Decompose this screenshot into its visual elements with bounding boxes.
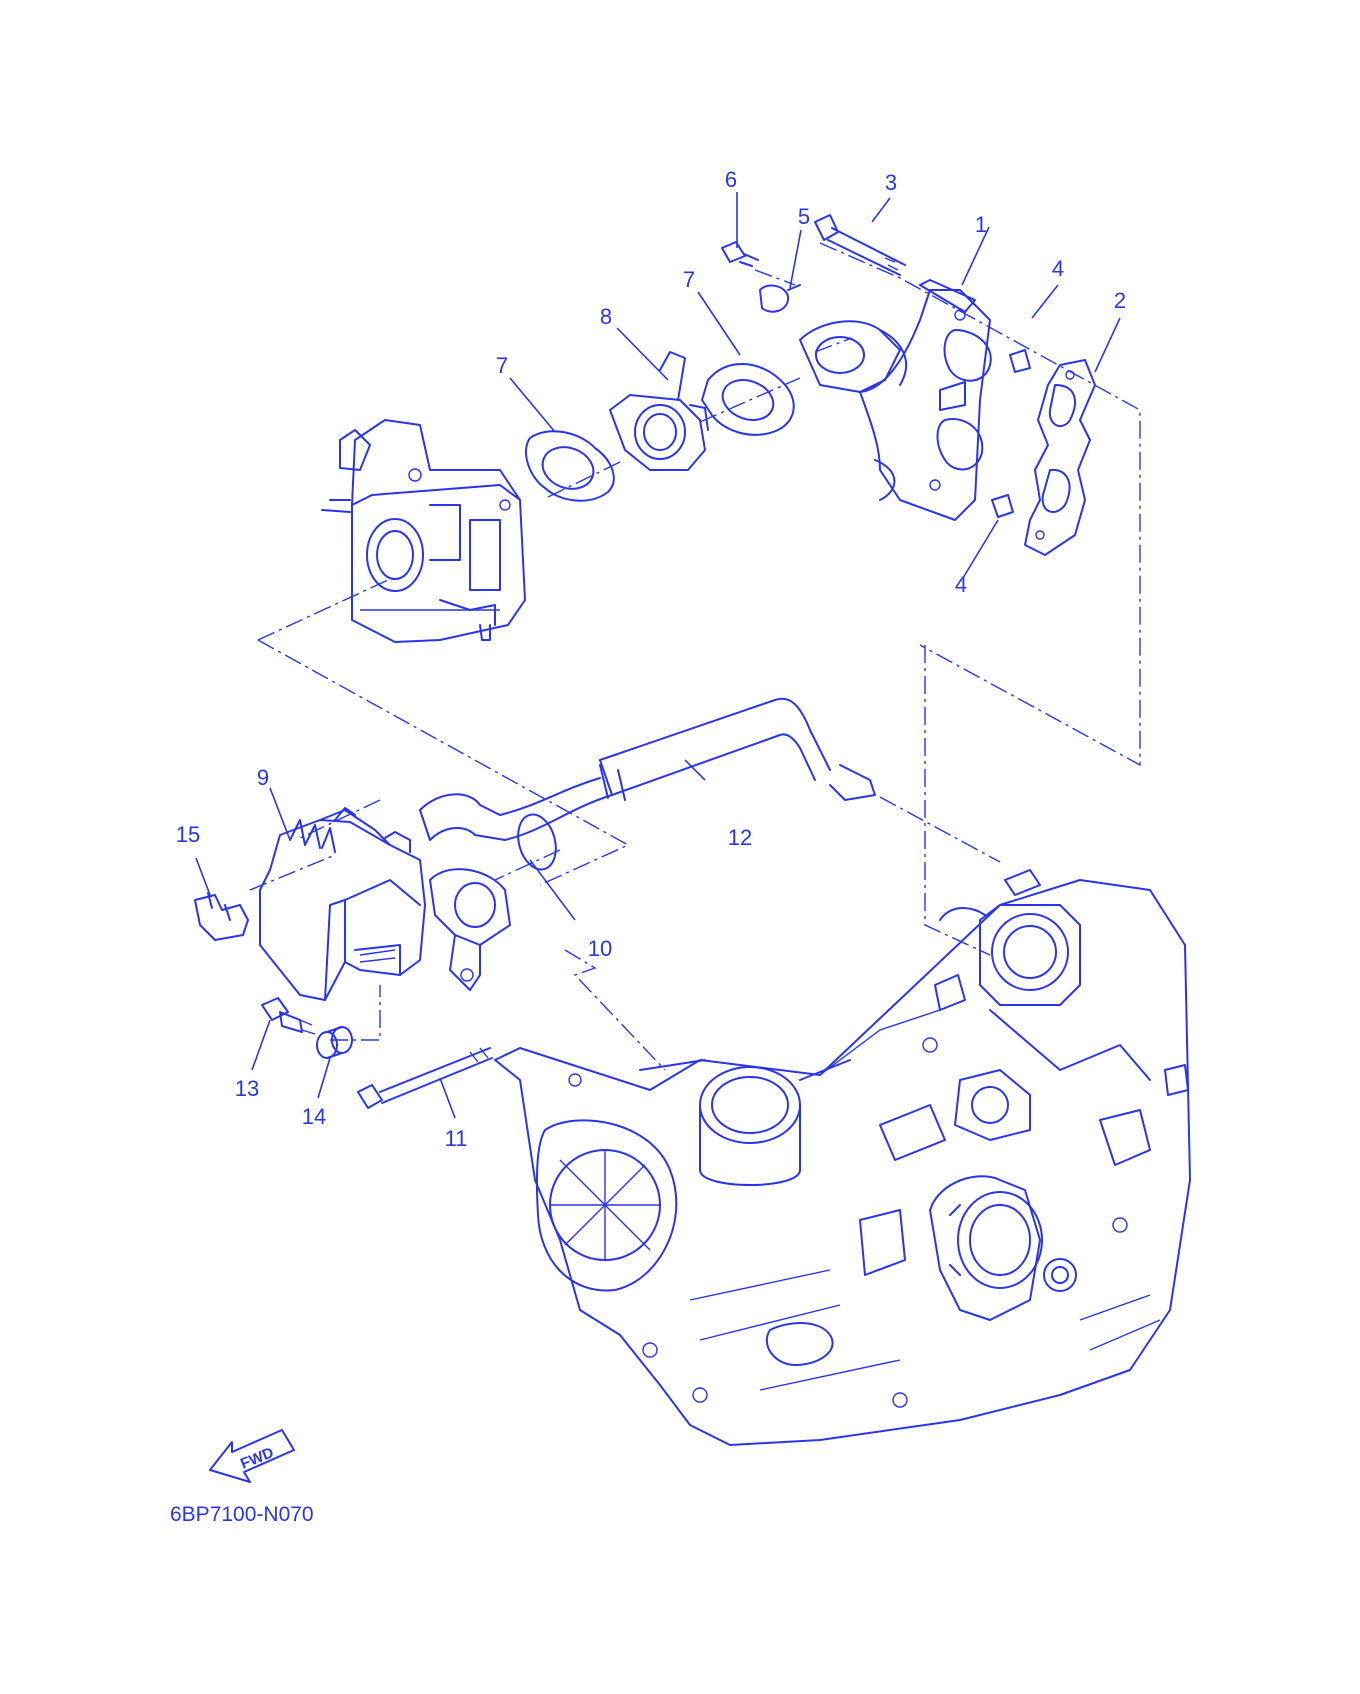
callout-3: 3 [885,170,897,195]
callout-2: 2 [1114,288,1126,313]
callout-7-left: 7 [496,353,508,378]
engine-block [494,869,1191,1446]
wire-clip [194,892,249,941]
callout-5: 5 [798,204,810,229]
intake-silencer [259,807,511,1001]
insulator [609,351,709,471]
callout-14: 14 [302,1104,326,1129]
callout-9: 9 [257,765,269,790]
carburetor [321,419,526,643]
callout-4-lower: 4 [955,572,967,597]
drawing-code: 6BP7100-N070 [170,1503,314,1526]
dowel-pin [991,349,1031,518]
long-bolt [357,1047,493,1109]
callout-10: 10 [588,936,612,961]
fwd-arrow-icon: FWD [209,1429,295,1483]
callout-15: 15 [176,822,200,847]
callout-6: 6 [725,167,737,192]
insulator-gasket [701,363,795,436]
bolt [721,241,759,267]
callout-8: 8 [600,304,612,329]
hose-clamp [759,284,801,313]
assembly-guide-lines [249,242,1141,1071]
o-ring [517,813,557,871]
callout-labels: 1 2 3 4 4 5 6 7 7 8 9 10 11 12 13 14 15 [176,167,1126,1151]
callout-4-upper: 4 [1052,256,1064,281]
manifold-bolt [814,214,906,276]
manifold-gasket [1024,359,1096,556]
fwd-label: FWD [238,1444,276,1473]
callout-7-right: 7 [683,267,695,292]
collar-bolt [261,997,316,1035]
callout-13: 13 [235,1076,259,1101]
callout-leaders [195,192,1121,1119]
callout-11: 11 [445,1126,468,1151]
grommet [316,1026,353,1059]
carburetor-gasket [525,430,615,502]
callout-1: 1 [975,212,987,237]
vent-hose [419,697,876,841]
callout-12: 12 [728,825,752,850]
intake-manifold [799,279,992,521]
